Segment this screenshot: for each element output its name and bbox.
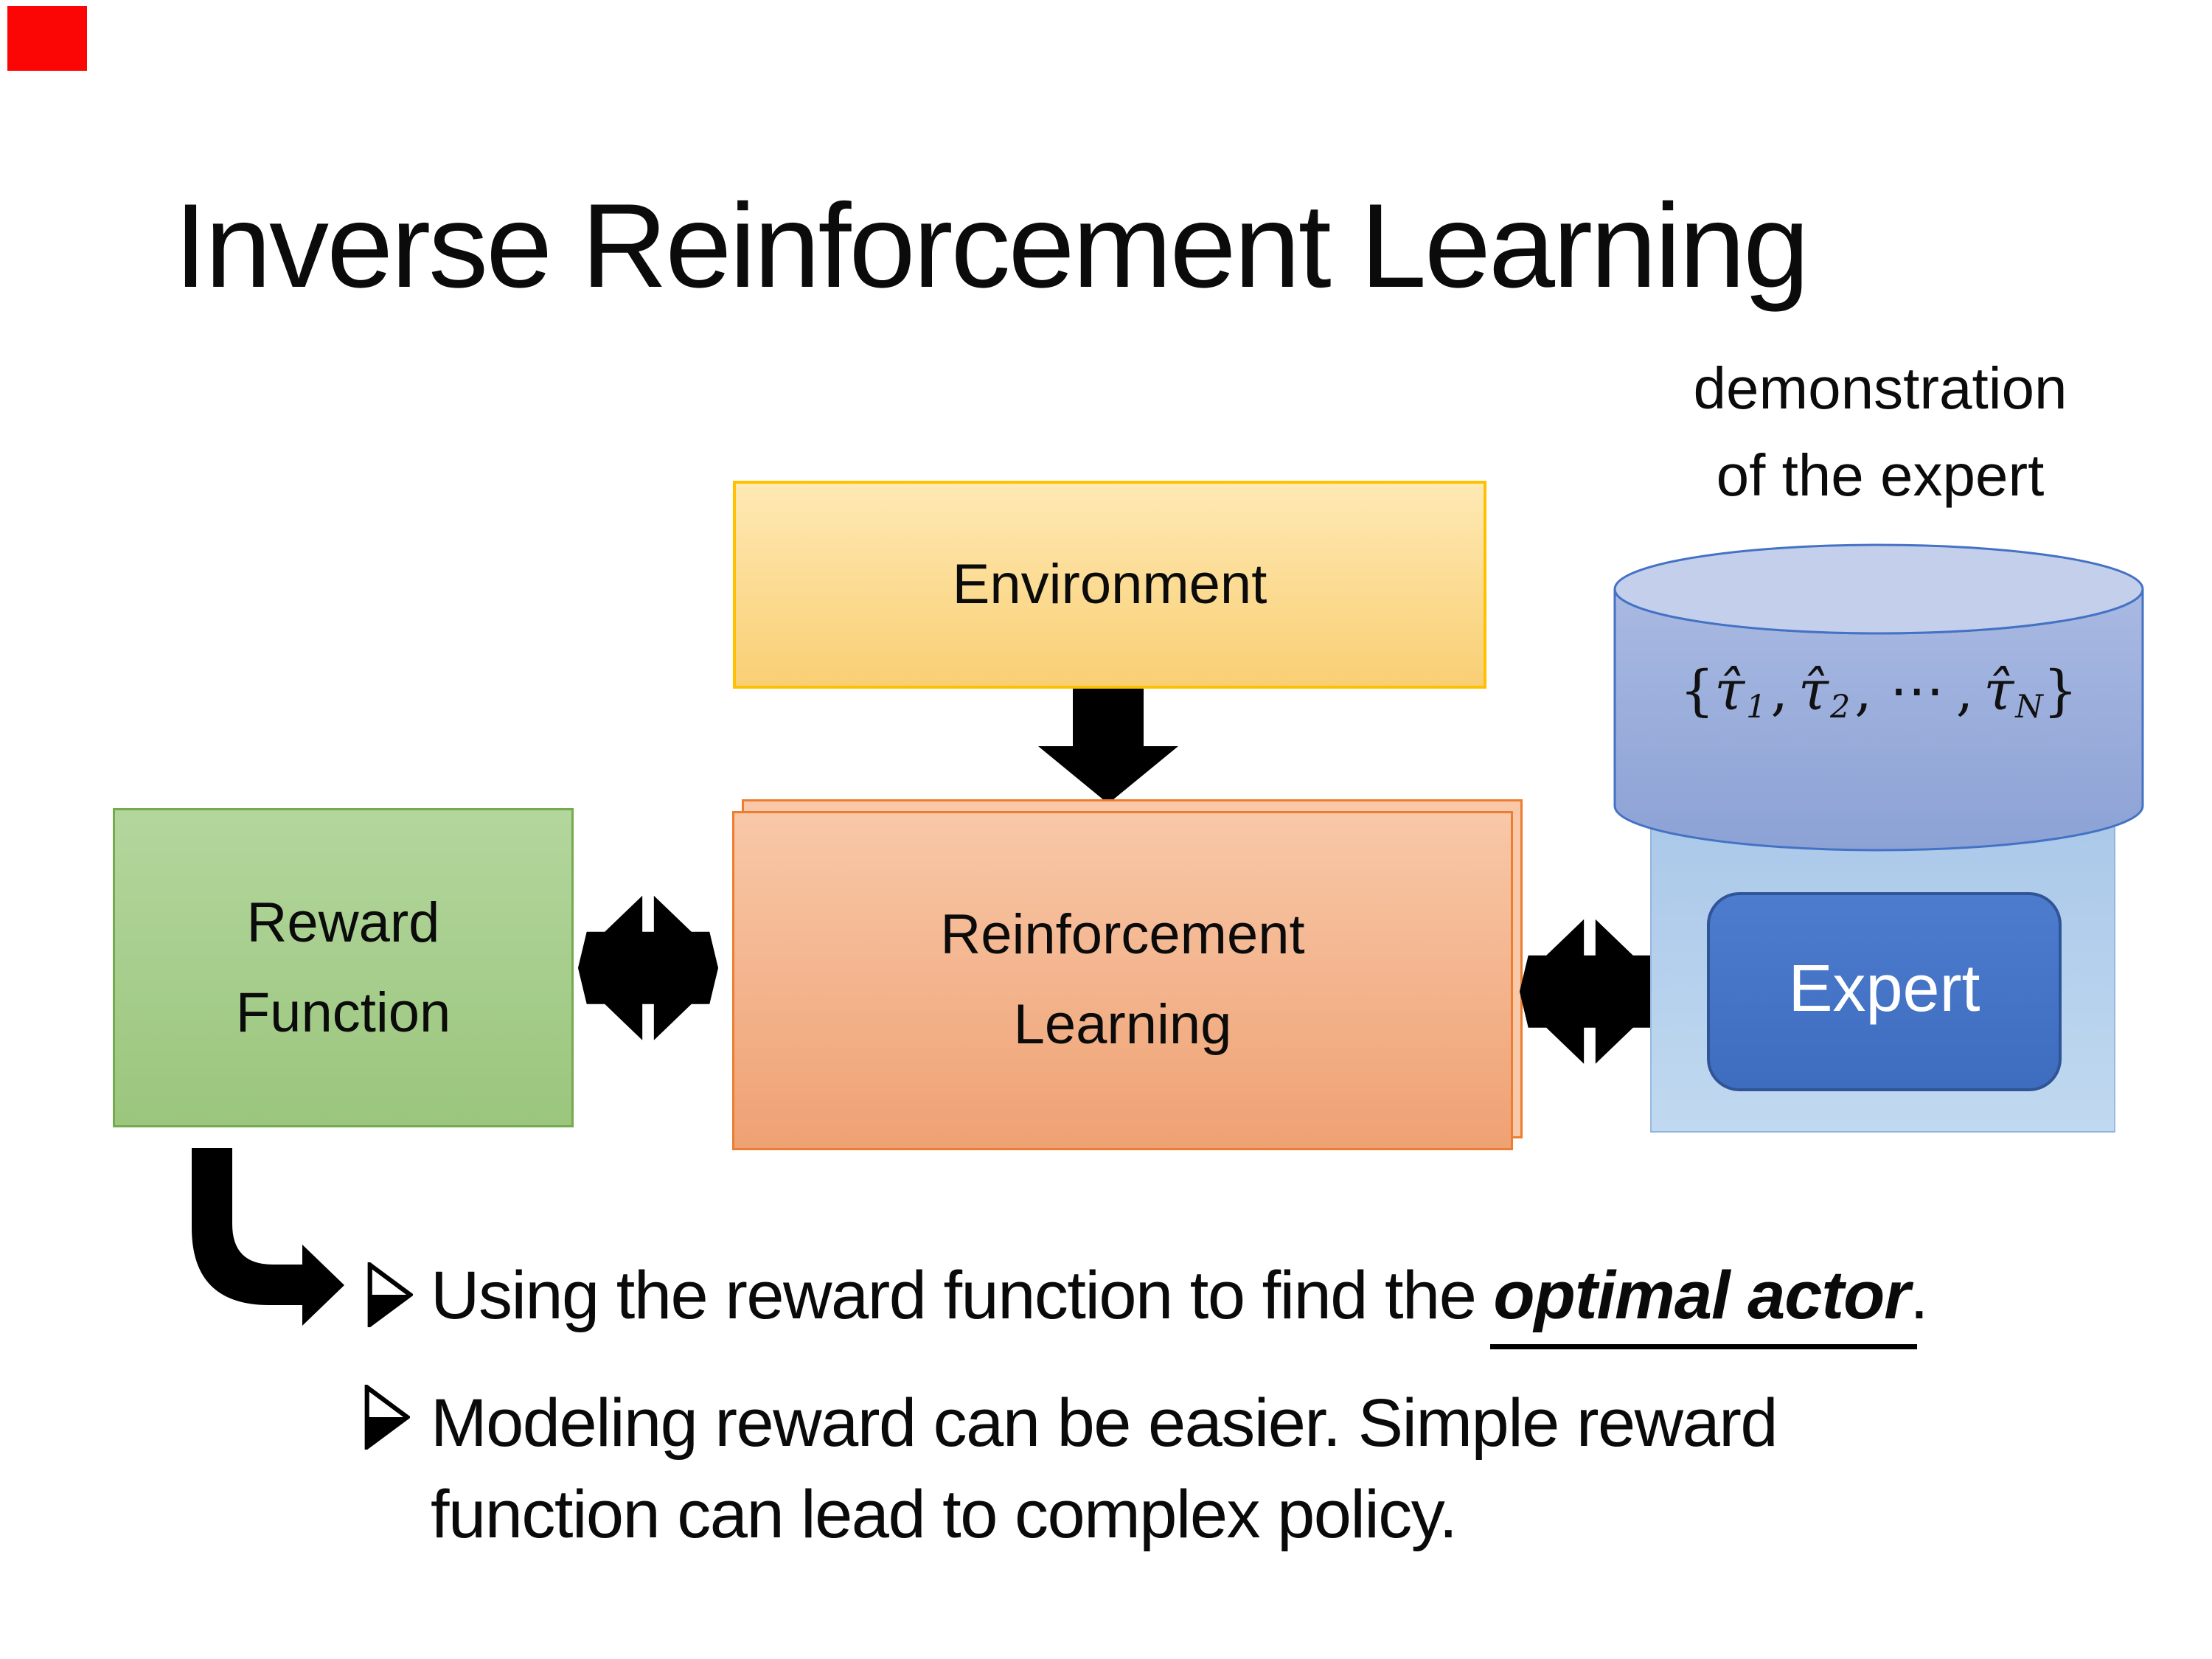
page-title: Inverse Reinforcement Learning	[174, 179, 1809, 313]
formula-comma2: ,	[1854, 659, 1872, 723]
demonstration-database-cylinder	[1613, 543, 2144, 852]
trajectory-set-formula: {τ̂1,τ̂2,⋯,τ̂N}	[1613, 659, 2144, 726]
formula-tauN: τ̂	[1983, 659, 2014, 723]
reinforcement-learning-label-line2: Learning	[1013, 993, 1232, 1056]
bullet-chevron-icon	[367, 1262, 413, 1327]
demonstration-caption-line1: demonstration	[1693, 355, 2067, 421]
bullet-1-emphasis: optimal actor	[1493, 1258, 1910, 1333]
formula-comma3: ,	[1955, 659, 1974, 723]
bullet-1-suffix: .	[1910, 1258, 1929, 1333]
bullet-2: Modeling reward can be easier. Simple re…	[431, 1377, 1778, 1560]
formula-tau2: τ̂	[1798, 659, 1829, 723]
double-exchange-arrow-icon	[577, 895, 719, 1040]
environment-box: Environment	[733, 481, 1486, 689]
environment-label: Environment	[952, 553, 1267, 616]
expert-box: Expert	[1707, 892, 2062, 1091]
bullet-2-line1: Modeling reward can be easier. Simple re…	[431, 1385, 1778, 1461]
demonstration-caption-line2: of the expert	[1716, 442, 2045, 508]
formula-close-brace: }	[2042, 659, 2078, 723]
elbow-arrow-icon	[192, 1148, 344, 1326]
demonstration-caption: demonstration of the expert	[1607, 345, 2153, 519]
formula-sub2: 2	[1829, 689, 1851, 726]
formula-subN: N	[2015, 689, 2043, 726]
down-arrow-icon	[1038, 689, 1178, 804]
bullet-2-line2: function can lead to complex policy.	[431, 1477, 1458, 1552]
formula-dots: ⋯	[1889, 659, 1944, 723]
expert-label: Expert	[1788, 952, 1980, 1026]
bullet-1-prefix: Using the reward function to find the	[431, 1258, 1494, 1333]
reward-function-box: Reward Function	[113, 808, 574, 1127]
bullet-1: Using the reward function to find the op…	[431, 1255, 1929, 1336]
double-exchange-arrow-icon	[1519, 919, 1660, 1064]
bullet-chevron-icon	[364, 1385, 410, 1450]
reward-function-label-line2: Function	[235, 981, 451, 1044]
reinforcement-learning-label-line1: Reinforcement	[940, 903, 1305, 966]
red-corner-marker	[7, 6, 87, 71]
formula-sub1: 1	[1746, 689, 1767, 726]
reinforcement-learning-box: Reinforcement Learning	[732, 811, 1513, 1150]
reward-function-label-line1: Reward	[246, 891, 440, 954]
formula-open-brace: {	[1680, 659, 1715, 723]
formula-comma1: ,	[1770, 659, 1788, 723]
formula-tau1: τ̂	[1714, 659, 1745, 723]
